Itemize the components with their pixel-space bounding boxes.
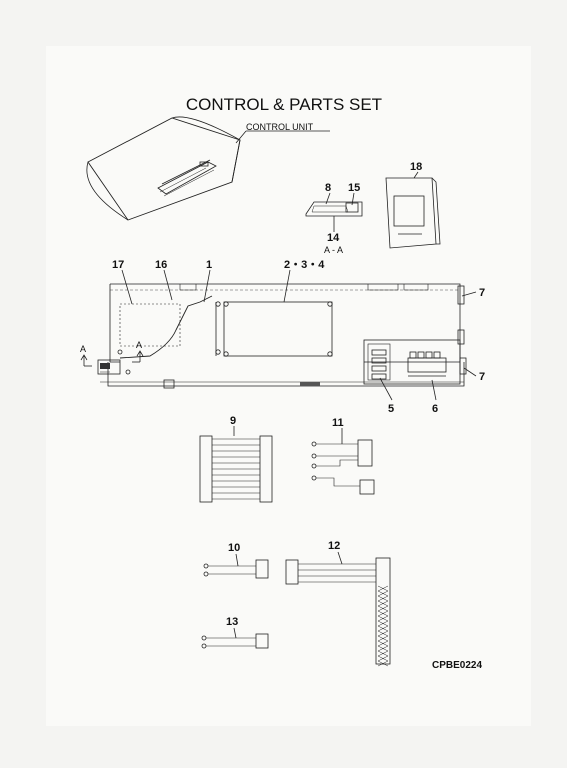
part-label-15: 15 xyxy=(348,182,360,194)
connector-pin xyxy=(377,585,389,592)
connector-pin xyxy=(377,655,389,662)
connector-pin xyxy=(377,635,389,642)
connector-pin xyxy=(377,620,389,627)
section-arrow-left: A xyxy=(80,344,86,354)
part-label-16: 16 xyxy=(155,259,167,271)
harness-13 xyxy=(201,627,269,649)
part-label-1: 1 xyxy=(206,259,212,271)
connector-pin xyxy=(377,600,389,607)
part-label-12: 12 xyxy=(328,540,340,552)
connector-pin xyxy=(377,660,389,667)
part-label-7-lower: 7 xyxy=(479,371,485,383)
connector-pin xyxy=(377,605,389,612)
part-label-17: 17 xyxy=(112,259,124,271)
connector-pin xyxy=(377,610,389,617)
part-label-7-upper: 7 xyxy=(479,287,485,299)
part-label-9: 9 xyxy=(230,415,236,427)
connector-pin xyxy=(377,640,389,647)
part-label-2-3-4: 2・3・4 xyxy=(284,259,325,271)
connector-pin xyxy=(377,595,389,602)
connector-pin xyxy=(377,590,389,597)
remote-display: 18 xyxy=(385,161,441,249)
drawing-code: CPBE0224 xyxy=(432,660,482,671)
part-label-13: 13 xyxy=(226,616,238,628)
control-unit-view: CONTROL UNIT xyxy=(86,116,330,221)
part-label-8: 8 xyxy=(325,182,331,194)
main-assembly xyxy=(80,269,477,401)
part-label-11: 11 xyxy=(332,417,344,429)
part-label-10: 10 xyxy=(228,542,240,554)
harness-10 xyxy=(203,553,269,579)
section-arrow-right: A xyxy=(136,340,142,350)
part-label-18: 18 xyxy=(410,161,422,173)
connector-pin xyxy=(377,645,389,652)
connector-pin xyxy=(377,650,389,657)
part-label-14: 14 xyxy=(327,232,340,244)
connector-pin xyxy=(377,615,389,622)
section-a-a-detail: 8 15 14 A - A xyxy=(305,182,363,255)
part-label-5: 5 xyxy=(388,403,394,415)
harness-11 xyxy=(311,428,375,495)
connector-pin xyxy=(377,625,389,632)
part-label-6: 6 xyxy=(432,403,438,415)
control-unit-label: CONTROL UNIT xyxy=(246,122,314,132)
page-title: CONTROL & PARTS SET xyxy=(186,95,382,114)
section-label: A - A xyxy=(324,245,343,255)
harness-9 xyxy=(199,426,273,503)
harness-12 xyxy=(285,551,391,667)
connector-pin xyxy=(377,630,389,637)
